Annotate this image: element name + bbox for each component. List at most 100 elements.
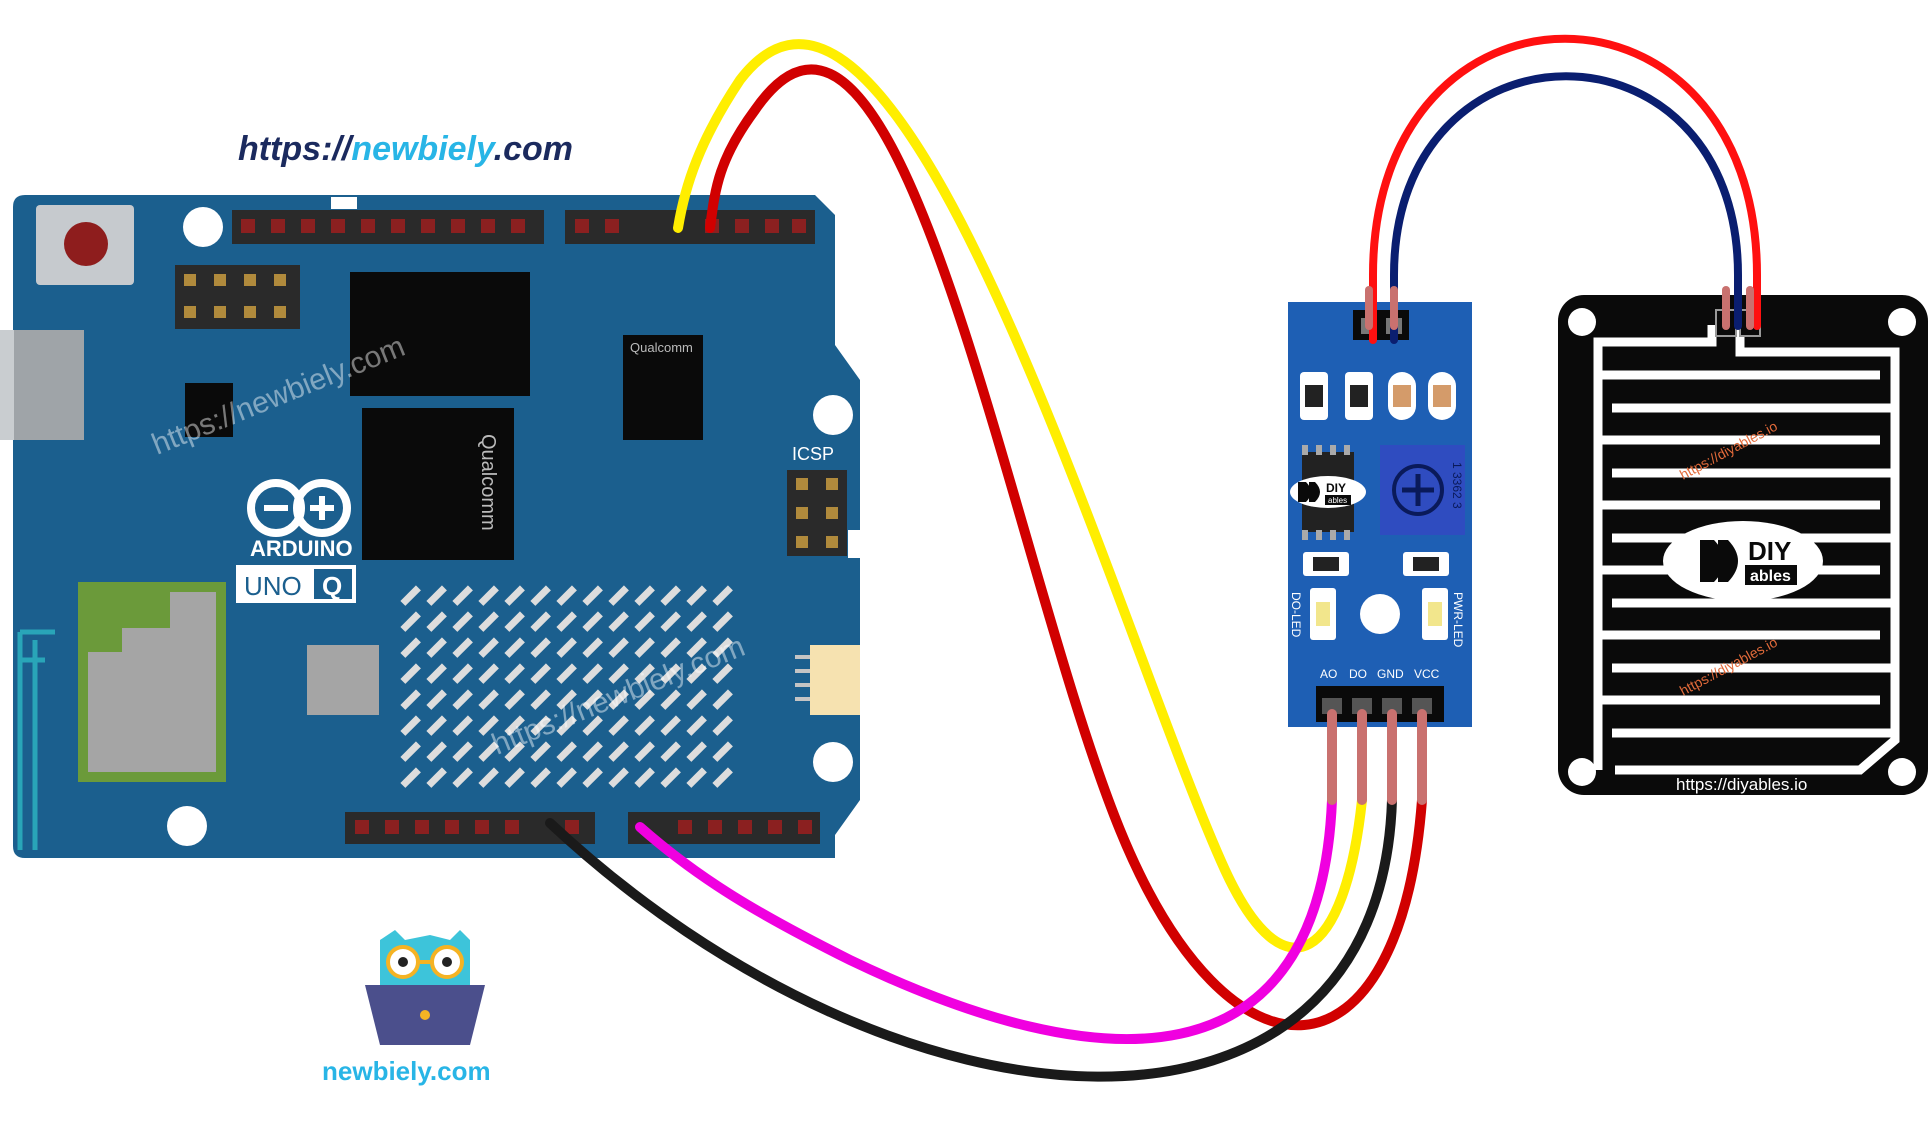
led-matrix-pixel [504,767,525,788]
header-2x4-pins [184,274,286,318]
owl-mascot: newbiely.com [322,930,491,1086]
chip-brand-label-1: Qualcomm [477,434,499,531]
led-matrix-pixel [660,585,681,606]
led-matrix-pixel [426,611,447,632]
mount-hole-bottom-left [167,806,207,846]
antenna-trace [17,629,55,850]
led-matrix-pixel [530,741,551,762]
led-matrix-pixel [556,689,577,710]
led-matrix-pixel [556,637,577,658]
sensor-logo-oval [1663,521,1823,601]
mount-hole-top-left [183,207,223,247]
sensor-hole-bl [1568,758,1596,786]
led-matrix-pixel [400,767,421,788]
led-matrix-pixel [504,715,525,736]
sensor-hole-tr [1888,308,1916,336]
led-matrix-pixel [556,715,577,736]
header-bottom-left-pins [355,820,579,834]
module-pin-leads [1327,709,1427,805]
wire-vcc-red [705,64,1427,1030]
led-matrix-pixel [686,637,707,658]
led-matrix-pixel [426,741,447,762]
chip-qualcomm-main [362,408,514,560]
reset-button-cap [64,222,108,266]
chip-brand-label-2: Qualcomm [630,340,693,355]
led-matrix-pixel [634,663,655,684]
owl-pupil-right [442,957,452,967]
module-logo-mark [1298,482,1320,502]
led-matrix-pixel [530,637,551,658]
led-matrix-pixel [686,689,707,710]
side-connector-pins [795,655,810,701]
led-matrix-pixel [504,585,525,606]
led-matrix-pixel [634,689,655,710]
led-matrix-pixel [608,663,629,684]
led-matrix-pixel [686,663,707,684]
led-matrix-pixel [452,741,473,762]
potentiometer-knob [1392,464,1444,516]
led-matrix-pixel [530,611,551,632]
led-matrix-pixel [452,715,473,736]
led-matrix-pixel [660,611,681,632]
led-matrix-pixel [452,767,473,788]
module-ic-legs [1302,445,1350,540]
module-logo-top: DIY [1326,481,1346,495]
sensor-hole-tl [1568,308,1596,336]
arduino-board: Qualcomm Qualcomm ICSP ARDUINO UNO Q [0,195,860,858]
module-resistors [1300,372,1456,420]
wire-sensor-red [1369,34,1761,344]
led-matrix-pixel [582,611,603,632]
sensor-hole-br [1888,758,1916,786]
pin-label-vcc: VCC [1414,667,1440,681]
header-bottom-right-pins [678,820,812,834]
led-matrix-pixel [712,741,733,762]
led-matrix-pixel [556,611,577,632]
led-matrix-pixel [530,663,551,684]
led-matrix-pixel [634,637,655,658]
led-matrix-pixel [400,741,421,762]
usb-connector-edge [0,330,14,440]
led-matrix-pixel [530,715,551,736]
owl-glasses-bridge [417,960,433,964]
sensor-logo-top: DIY [1748,536,1791,566]
led-matrix-pixel [686,767,707,788]
led-matrix-pixel [400,611,421,632]
header-url-prefix: https:// [238,130,355,168]
sensor-top-leads [1722,286,1754,330]
chip-small-left [185,383,233,437]
led-matrix-pixel [478,585,499,606]
potentiometer-cross [1402,474,1434,506]
arduino-logo [247,479,351,537]
led-matrix-pixel [582,715,603,736]
pin-label-gnd: GND [1377,667,1404,681]
header-gap-marker [331,197,357,209]
q-label: Q [322,571,342,601]
module-logo-bar [1325,495,1351,505]
led-matrix-pixel [634,715,655,736]
led-matrix-pixel [582,689,603,710]
led-matrix-pixel [504,637,525,658]
led-matrix-pixel [660,767,681,788]
led-matrix-pixel [660,741,681,762]
led-matrix-pixel [712,585,733,606]
led-matrix-pixel [452,663,473,684]
led-matrix-pixel [556,585,577,606]
led-matrix-pixel [608,767,629,788]
module-pin-ao [1322,698,1342,714]
led-matrix-pixel [686,715,707,736]
led-matrix-pixel [712,637,733,658]
module-pin-vcc [1412,698,1432,714]
led-matrix-pixel [634,585,655,606]
led-matrix-pixel [478,637,499,658]
led-matrix-pixel [608,741,629,762]
potentiometer-code: 1 3362 3 [1450,462,1464,509]
led-matrix-pixel [400,663,421,684]
led-matrix-pixel [400,637,421,658]
led-matrix-pixel [556,767,577,788]
led-matrix-pixel [400,689,421,710]
led-matrix-pixel [686,611,707,632]
owl-pupil-left [398,957,408,967]
led-matrix-pixel [426,689,447,710]
led-matrix-pixel [582,663,603,684]
